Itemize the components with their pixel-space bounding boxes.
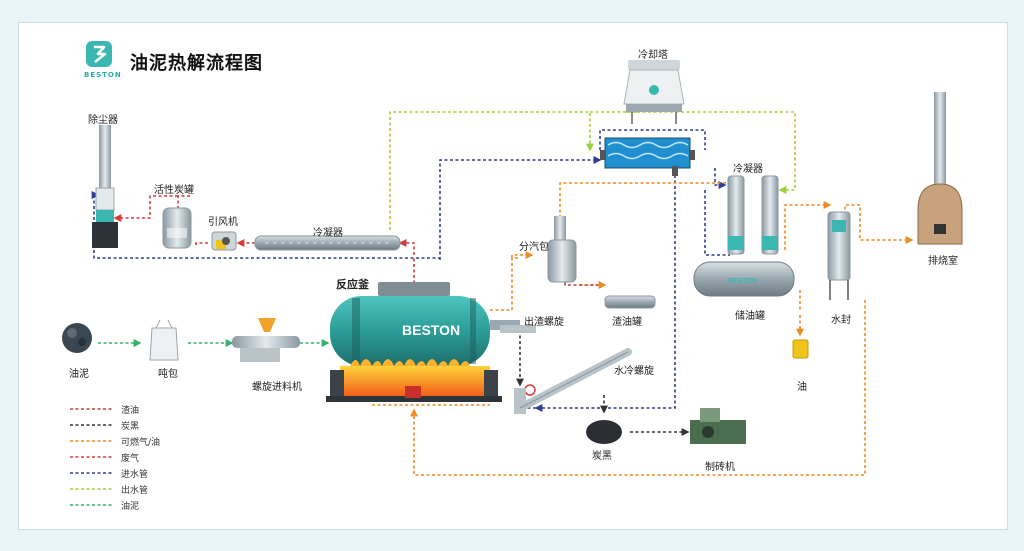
condenser-horizontal [254, 235, 401, 251]
carbon-pipes [516, 330, 690, 436]
label-brick-machine: 制砖机 [705, 462, 735, 473]
legend-item-water-in: 进水管 [121, 470, 149, 480]
cooling-tower [623, 60, 685, 124]
label-dust-remover: 除尘器 [88, 115, 118, 126]
brick-machine [690, 408, 746, 444]
legend-item-sludge: 油泥 [121, 502, 140, 512]
label-cooling-tower: 冷却塔 [638, 50, 668, 61]
label-exhaust-chamber: 排烧室 [928, 256, 958, 267]
label-condenser-large: 冷凝器 [733, 164, 763, 175]
label-water-cooling-screw: 水冷螺旋 [614, 366, 654, 377]
label-carbon-black: 炭黑 [592, 451, 612, 462]
oil-storage-tank: BESTON [693, 261, 795, 297]
brand-name: BESTON [84, 71, 122, 79]
label-oil: 油 [797, 382, 807, 393]
induced-fan [211, 231, 237, 251]
legend-item-gas-oil: 可燃气/油 [121, 438, 161, 448]
label-screw-feeder: 螺旋进料机 [252, 382, 302, 393]
water-cooling-screw [516, 348, 632, 412]
oil-sludge-pile [62, 323, 92, 353]
svg-text:BESTON: BESTON [728, 278, 757, 285]
oil-jar [792, 339, 809, 359]
pyrolysis-reactor: BESTON [326, 282, 520, 402]
carbon-black-pile [586, 420, 622, 444]
exhaust-chamber [917, 92, 963, 245]
activated-carbon-tank [162, 207, 192, 249]
legend-item-residue-oil: 渣油 [121, 406, 140, 416]
label-water-seal: 水封 [831, 315, 851, 326]
label-condenser-small: 冷凝器 [313, 228, 343, 239]
legend-item-water-out: 出水管 [121, 486, 149, 496]
legend-item-exhaust: 废气 [121, 454, 140, 464]
condensers-vertical [727, 175, 779, 255]
beston-logo [86, 41, 112, 67]
water-out-pipes [389, 111, 796, 230]
residue-oil-pipes [564, 255, 600, 286]
label-oil-sludge: 油泥 [69, 369, 89, 380]
dust-remover [92, 125, 118, 248]
label-reactor: 反应釜 [336, 278, 369, 291]
svg-text:BESTON: BESTON [402, 322, 460, 338]
label-residue-oil-tank: 渣油罐 [612, 317, 642, 328]
page-title: 油泥热解流程图 [130, 53, 263, 74]
steam-separator [547, 216, 577, 283]
ton-bag [149, 319, 179, 361]
legend-lines [70, 408, 112, 506]
label-slag-screw: 出渣螺旋 [524, 317, 564, 328]
label-induced-fan: 引风机 [208, 217, 238, 228]
label-ton-bag: 吨包 [158, 369, 178, 380]
legend-item-carbon-black: 炭黑 [121, 422, 140, 432]
screw-feeder [232, 318, 300, 362]
label-activated-carbon-tank: 活性炭罐 [154, 185, 194, 196]
label-steam-separator: 分汽包 [519, 242, 549, 253]
water-seal [827, 211, 851, 300]
label-oil-storage-tank: 储油罐 [735, 311, 765, 322]
water-cooling-tank [600, 137, 695, 176]
residue-oil-tank [604, 295, 656, 309]
